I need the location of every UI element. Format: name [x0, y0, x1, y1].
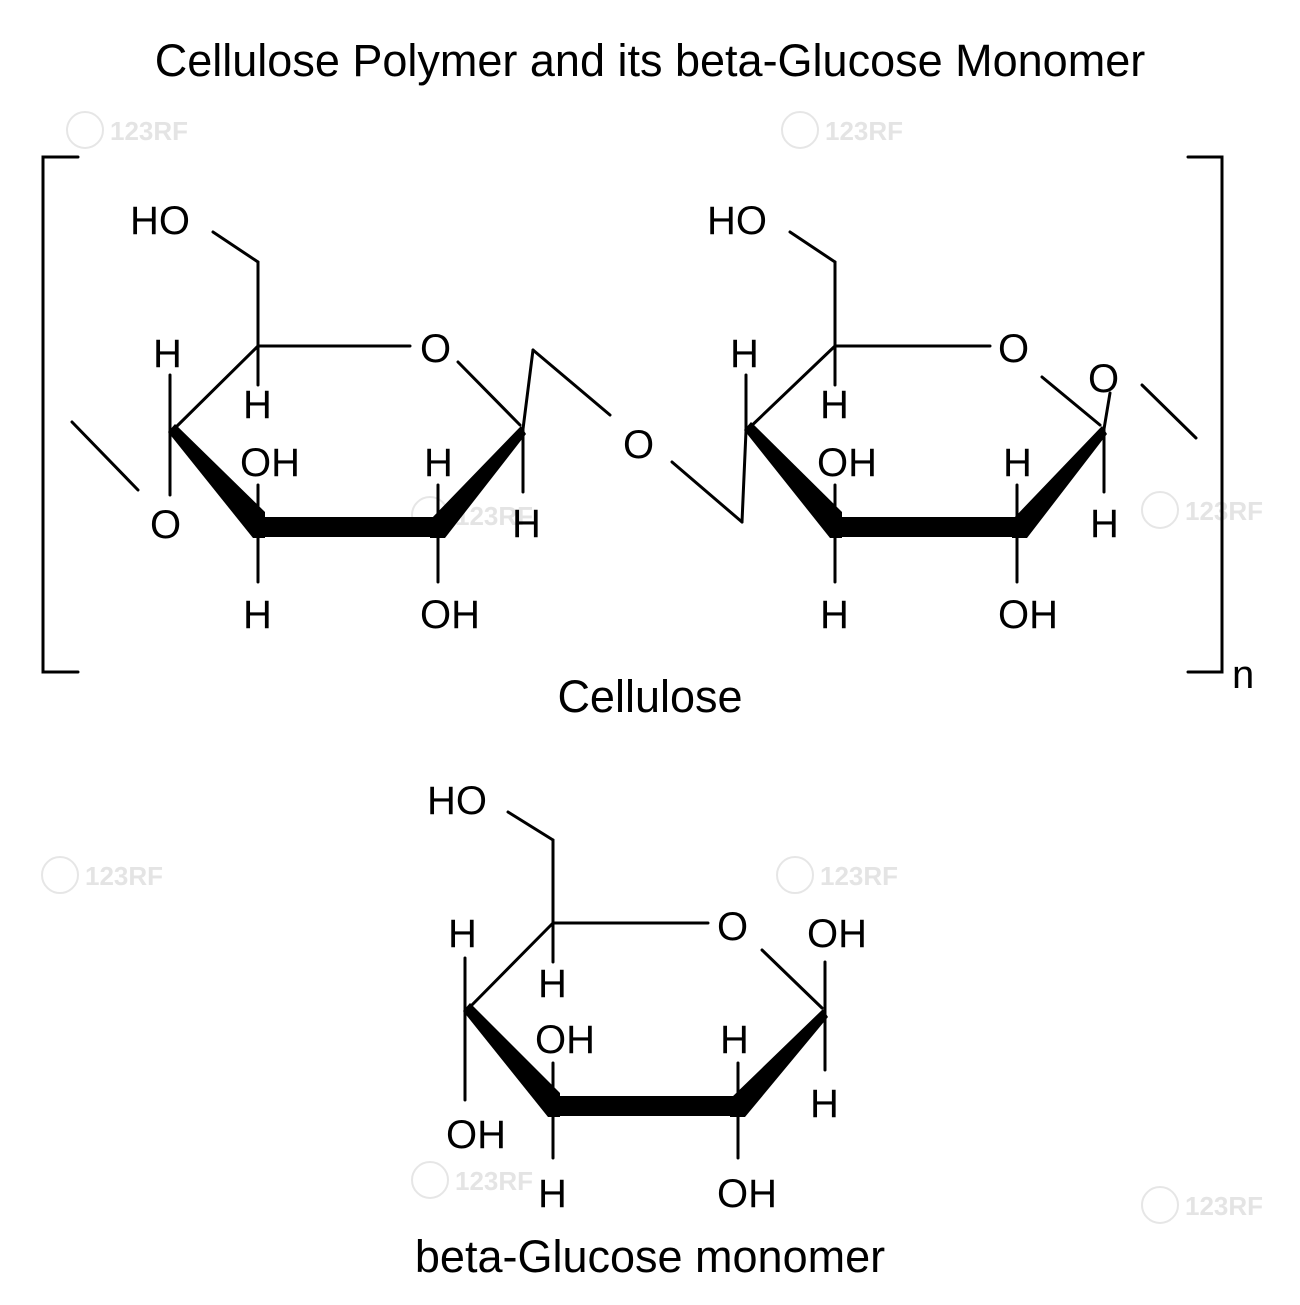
bond	[1140, 383, 1198, 440]
ring1-c4-link-oxygen: O	[150, 503, 181, 547]
cellulose-ring-1: HO O H H OH H O H OH H	[70, 199, 541, 637]
bond	[1102, 391, 1112, 431]
wedge-bond	[1012, 426, 1107, 538]
svg-text:123RF: 123RF	[1185, 496, 1263, 526]
left-bracket	[41, 155, 80, 674]
ring2-ch2oh-label: HO	[707, 199, 767, 243]
right-bracket	[1186, 155, 1224, 674]
bond	[506, 810, 555, 842]
bond	[463, 921, 555, 1014]
monomer-c1-h: H	[810, 1082, 839, 1126]
bond	[788, 230, 837, 264]
bond	[760, 948, 824, 1010]
bond	[531, 348, 612, 417]
wedge-bond	[463, 1003, 560, 1117]
monomer-c4-oh: OH	[446, 1113, 506, 1157]
wedge-bond	[744, 422, 842, 538]
watermark-layer: 123RF 123RF 123RF 123RF 123RF 123RF 123R…	[41, 111, 1263, 1224]
ring2-c2-h: H	[1003, 441, 1032, 485]
repeat-subscript: n	[1232, 653, 1254, 697]
watermark: 123RF	[411, 1161, 533, 1199]
monomer-c4-h: H	[448, 912, 477, 956]
ring1-c3-h: H	[243, 593, 272, 637]
monomer-c3-h: H	[538, 1172, 567, 1216]
glycosidic-linkage: O	[531, 348, 748, 524]
bond	[211, 230, 260, 264]
bond	[744, 344, 837, 433]
svg-text:123RF: 123RF	[85, 861, 163, 891]
monomer-c1-oh: OH	[807, 912, 867, 956]
ring2-c4-h: H	[730, 332, 759, 376]
svg-text:123RF: 123RF	[110, 116, 188, 146]
ring1-ring-oxygen: O	[420, 327, 451, 371]
bond	[70, 420, 140, 492]
ring2-c3-h: H	[820, 593, 849, 637]
watermark: 123RF	[776, 856, 898, 894]
beta-glucose-monomer: HO O OH H H OH H H OH H OH	[427, 779, 867, 1216]
bold-bond	[553, 1096, 738, 1116]
ring1-c2-h: H	[424, 441, 453, 485]
bond	[521, 348, 535, 431]
ring2-c1-h: H	[1090, 502, 1119, 546]
watermark: 123RF	[1141, 491, 1263, 529]
watermark: 123RF	[41, 856, 163, 894]
monomer-c3-oh: OH	[535, 1018, 595, 1062]
polymer-caption: Cellulose	[557, 671, 742, 722]
ring1-c5-h: H	[243, 383, 272, 427]
svg-text:123RF: 123RF	[1185, 1191, 1263, 1221]
monomer-c2-oh: OH	[717, 1172, 777, 1216]
svg-text:123RF: 123RF	[455, 1166, 533, 1196]
ring2-c3-oh: OH	[817, 441, 877, 485]
watermark: 123RF	[66, 111, 188, 149]
cellulose-ring-2: HO O O H H OH H H H OH	[707, 199, 1198, 637]
bond	[1040, 375, 1102, 427]
bold-bond	[258, 517, 438, 537]
monomer-c2-h: H	[720, 1018, 749, 1062]
ring1-c3-oh: OH	[240, 441, 300, 485]
ring2-c5-h: H	[820, 383, 849, 427]
bond	[740, 429, 748, 524]
page-title: Cellulose Polymer and its beta-Glucose M…	[155, 35, 1145, 86]
monomer-c5-h: H	[538, 962, 567, 1006]
wedge-bond	[730, 1009, 828, 1117]
monomer-ring-oxygen: O	[717, 905, 748, 949]
ring1-c1-h: H	[512, 502, 541, 546]
bond	[456, 360, 522, 427]
ring2-c2-oh: OH	[998, 593, 1058, 637]
ring2-c1-link-oxygen: O	[1088, 357, 1119, 401]
bridge-oxygen: O	[623, 423, 654, 467]
ring1-c2-oh: OH	[420, 593, 480, 637]
ring1-ch2oh-label: HO	[130, 199, 190, 243]
wedge-bond	[430, 426, 526, 538]
monomer-ch2oh-label: HO	[427, 779, 487, 823]
bond	[168, 344, 260, 435]
watermark: 123RF	[1141, 1186, 1263, 1224]
bond	[670, 460, 744, 524]
ring1-c4-h: H	[153, 332, 182, 376]
bold-bond	[835, 517, 1020, 537]
watermark: 123RF	[781, 111, 903, 149]
monomer-caption: beta-Glucose monomer	[415, 1231, 885, 1282]
svg-text:123RF: 123RF	[825, 116, 903, 146]
svg-text:123RF: 123RF	[820, 861, 898, 891]
ring2-ring-oxygen: O	[998, 327, 1029, 371]
wedge-bond	[168, 424, 265, 538]
